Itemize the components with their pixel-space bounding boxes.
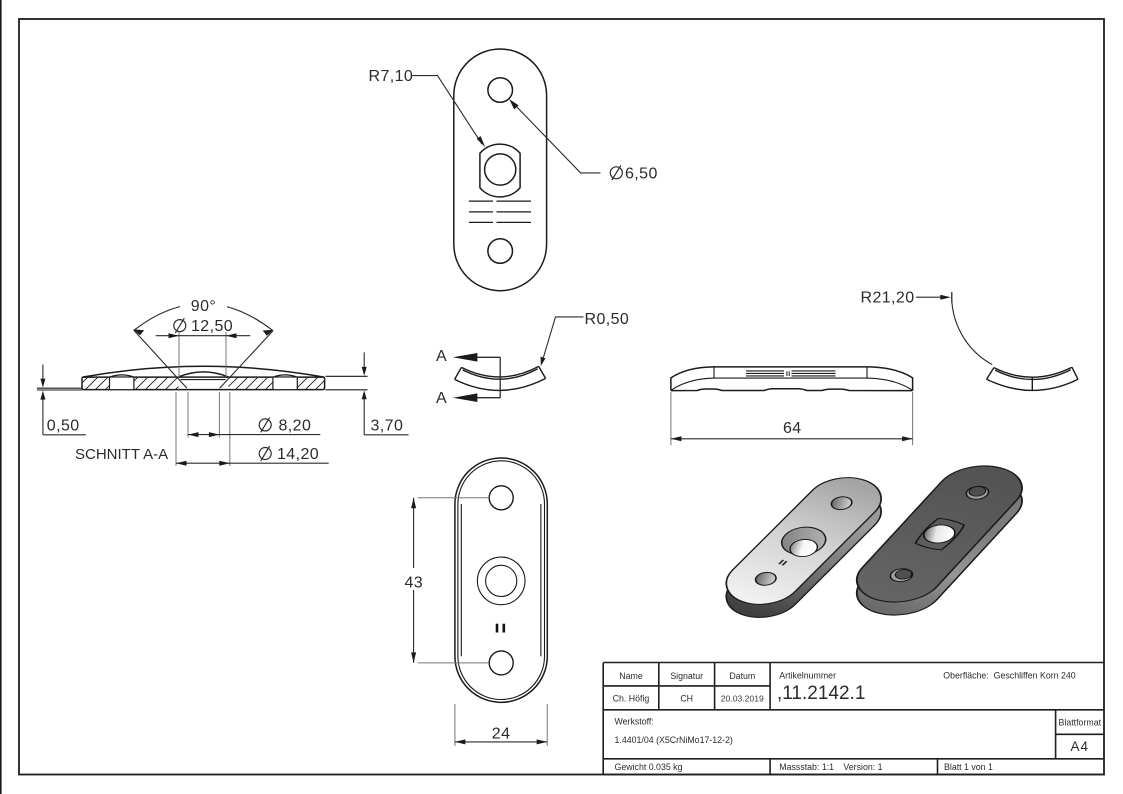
svg-text:Name: Name xyxy=(619,671,643,681)
svg-text:24: 24 xyxy=(492,726,511,743)
svg-text:A4: A4 xyxy=(1071,739,1090,754)
svg-text:R7,10: R7,10 xyxy=(369,68,414,85)
svg-text:Artikelnummer: Artikelnummer xyxy=(779,671,836,681)
svg-text:Oberfläche: Geschliffen Korn: Oberfläche: Geschliffen Korn 240 xyxy=(943,671,1075,681)
svg-text:1.4401/04 (X5CrNiMo17-12-2): 1.4401/04 (X5CrNiMo17-12-2) xyxy=(615,735,733,745)
svg-text:0,50: 0,50 xyxy=(47,418,80,435)
svg-text:Datum: Datum xyxy=(729,671,755,681)
svg-text:,11.2142.1: ,11.2142.1 xyxy=(777,683,865,704)
svg-text:8,20: 8,20 xyxy=(279,417,312,434)
svg-text:Massstab: 1:1: Massstab: 1:1 xyxy=(779,762,834,772)
svg-text:Ch. Höfig: Ch. Höfig xyxy=(613,694,650,704)
svg-text:Blatt 1 von 1: Blatt 1 von 1 xyxy=(944,762,993,772)
svg-text:6,50: 6,50 xyxy=(625,165,658,182)
svg-text:14,20: 14,20 xyxy=(277,446,319,463)
svg-text:Gewicht 0.035 kg: Gewicht 0.035 kg xyxy=(615,762,683,772)
svg-text:Version: 1: Version: 1 xyxy=(843,762,882,772)
svg-text:Signatur: Signatur xyxy=(670,671,703,681)
svg-text:90°: 90° xyxy=(191,298,216,315)
svg-text:12,50: 12,50 xyxy=(191,318,233,335)
svg-text:20.03.2019: 20.03.2019 xyxy=(721,694,764,704)
svg-text:R21,20: R21,20 xyxy=(861,290,915,307)
svg-text:Werkstoff:: Werkstoff: xyxy=(615,717,654,727)
svg-text:A: A xyxy=(436,348,447,365)
svg-text:3,70: 3,70 xyxy=(371,418,404,435)
svg-text:A: A xyxy=(436,390,447,407)
svg-text:43: 43 xyxy=(405,575,424,592)
svg-text:SCHNITT A-A: SCHNITT A-A xyxy=(75,446,168,463)
svg-text:64: 64 xyxy=(783,420,802,437)
svg-text:Blattformat: Blattformat xyxy=(1059,718,1102,728)
svg-text:R0,50: R0,50 xyxy=(585,311,630,328)
svg-text:CH: CH xyxy=(680,694,693,704)
